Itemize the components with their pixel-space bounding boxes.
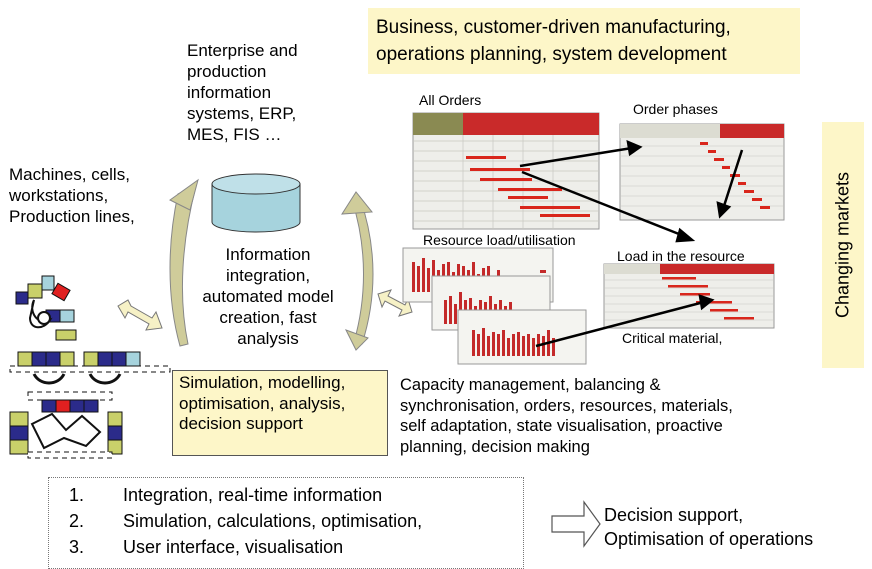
summary-list: 1.Integration, real-time information 2.S… <box>48 477 524 569</box>
order-phases-gantt <box>619 123 785 221</box>
list-item: 1.Integration, real-time information <box>69 485 383 505</box>
simulation-box: Simulation, modelling, optimisation, ana… <box>172 370 388 456</box>
list-item: 3.User interface, visualisation <box>69 537 344 557</box>
database-icon <box>211 173 301 233</box>
order-phases-label: Order phases <box>633 101 718 117</box>
double-arrow-left <box>117 299 163 331</box>
workcell-icon <box>9 391 123 459</box>
curved-arrow-left <box>169 185 197 347</box>
banner-line-2: operations planning, system development <box>376 44 727 65</box>
machines-label: Machines, cells, workstations, Productio… <box>9 165 135 226</box>
resource-load-label: Resource load/utilisation <box>423 232 576 248</box>
changing-markets-box: Changing markets <box>822 122 864 368</box>
outline-arrow-icon <box>551 500 601 548</box>
load-in-resource-label: Load in the resource <box>617 248 745 264</box>
curved-arrow-right-head <box>341 191 373 215</box>
capacity-label: Capacity management, balancing & synchro… <box>400 376 733 456</box>
all-orders-gantt <box>412 112 600 230</box>
curved-arrow-right <box>351 197 374 345</box>
banner-line-1: Business, customer-driven manufacturing, <box>376 17 731 38</box>
all-orders-label: All Orders <box>419 92 482 108</box>
enterprise-systems-label: Enterprise and production information sy… <box>187 41 298 144</box>
list-item: 2.Simulation, calculations, optimisation… <box>69 511 423 531</box>
robot-cell-icon <box>15 275 77 341</box>
top-banner: Business, customer-driven manufacturing,… <box>368 8 800 74</box>
integration-label: Information integration, automated model… <box>202 245 334 348</box>
load-in-resource-gantt <box>603 263 775 329</box>
decision-support-label: Decision support, Optimisation of operat… <box>604 505 814 549</box>
double-arrow-right <box>377 289 413 317</box>
curved-arrow-left-head <box>169 178 199 211</box>
production-line-icon <box>9 351 171 385</box>
connector-arrows <box>519 139 744 348</box>
critical-material-label: Critical material, <box>622 330 723 346</box>
